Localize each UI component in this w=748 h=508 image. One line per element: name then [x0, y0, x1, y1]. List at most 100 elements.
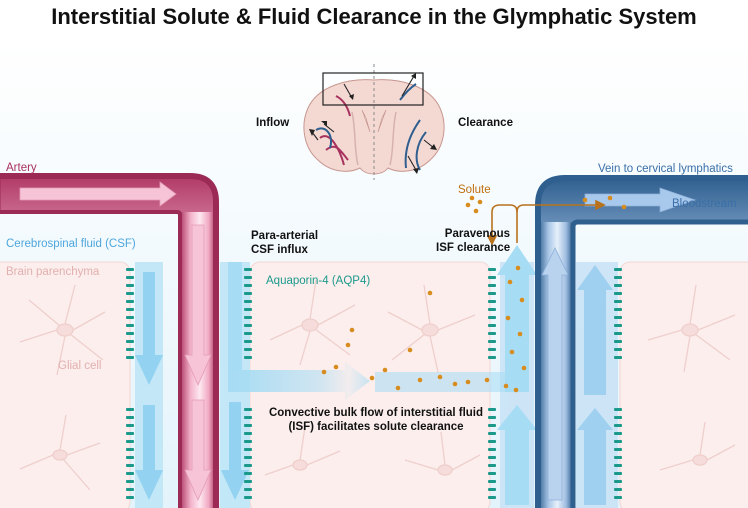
aqp4-channel — [614, 316, 622, 319]
para-arterial-line2: CSF influx — [251, 244, 308, 256]
parenchyma-panels — [0, 261, 748, 508]
convective-line1: Convective bulk flow of interstitial flu… — [268, 407, 484, 419]
solute-particle — [521, 365, 527, 371]
solute-efflux-arrow — [486, 199, 606, 246]
aqp4-channel — [244, 324, 252, 327]
aqp4-channel — [488, 472, 496, 475]
aqp4-channel — [488, 340, 496, 343]
aqp4-channel — [244, 488, 252, 491]
glial-cells — [19, 279, 736, 491]
paravenous-line2: ISF clearance — [436, 242, 511, 254]
vein-label: Vein to cervical lymphatics — [598, 163, 733, 175]
aqp4-channel — [244, 292, 252, 295]
aqp4-channel — [126, 440, 134, 443]
aqp4-channel — [488, 324, 496, 327]
aqp4-channel — [488, 488, 496, 491]
aqp4-channel — [244, 432, 252, 435]
aqp4-channel — [614, 348, 622, 351]
solute-particle — [333, 364, 339, 370]
paravenous-up-arrows-lower — [497, 405, 537, 505]
aqp4-channel — [488, 432, 496, 435]
aqp4-channels — [126, 268, 622, 499]
aqp4-channel — [488, 480, 496, 483]
paravenous-line1: Paravenous — [444, 228, 510, 240]
solute-particle — [407, 347, 413, 353]
aqp4-channel — [614, 496, 622, 499]
aqp4-channel — [614, 472, 622, 475]
aqp4-channel — [244, 456, 252, 459]
aqp4-channel — [614, 332, 622, 335]
csf-label: Cerebrospinal fluid (CSF) — [6, 238, 136, 250]
page-title: Interstitial Solute & Fluid Clearance in… — [51, 4, 697, 29]
solute-particle — [345, 342, 351, 348]
aqp4-channel — [614, 480, 622, 483]
artery-label: Artery — [6, 162, 37, 174]
aqp4-channel — [614, 324, 622, 327]
solute-particle — [427, 290, 433, 296]
aqp4-channel — [244, 268, 252, 271]
solute-particle — [473, 208, 479, 214]
solute-particle — [395, 385, 401, 391]
aqp4-channel — [488, 356, 496, 359]
parenchyma-label: Brain parenchyma — [6, 266, 100, 278]
aqp4-channel — [614, 432, 622, 435]
aqp4-channel — [126, 276, 134, 279]
solute-particle — [513, 387, 519, 393]
convective-line2: (ISF) facilitates solute clearance — [288, 421, 464, 433]
aqp4-channel — [244, 448, 252, 451]
aqp4-channel — [488, 348, 496, 351]
bloodstream-label: Bloodstream — [672, 198, 737, 210]
aqp4-channel — [126, 488, 134, 491]
aqp4-channel — [614, 276, 622, 279]
aqp4-channel — [126, 416, 134, 419]
para-arterial-line1: Para-arterial — [251, 230, 319, 242]
paravenous-up-arrow — [497, 245, 537, 392]
aqp4-channel — [614, 488, 622, 491]
aqp4-channel — [126, 496, 134, 499]
solute-particle — [517, 331, 523, 337]
aqp4-channel — [488, 440, 496, 443]
aqp4-channel — [126, 300, 134, 303]
para-arterial-label: Para-arterial CSF influx — [251, 229, 318, 257]
solute-particle — [417, 377, 423, 383]
aqp4-channel — [488, 292, 496, 295]
solute-particle — [382, 367, 388, 373]
aqp4-channel — [126, 268, 134, 271]
aqp4-channel — [488, 276, 496, 279]
solute-particle — [509, 349, 515, 355]
aqp4-channel — [244, 464, 252, 467]
vein-side-up-arrows — [577, 265, 613, 505]
solute-particle — [503, 383, 509, 389]
aqp4-channel — [244, 496, 252, 499]
aqp4-channel — [126, 316, 134, 319]
aqp4-channel — [244, 348, 252, 351]
aqp4-channel — [126, 464, 134, 467]
aqp4-channel — [614, 292, 622, 295]
aqp4-channel — [244, 308, 252, 311]
aqp4-channel — [244, 276, 252, 279]
clearance-label: Clearance — [458, 117, 513, 129]
artery-arrows — [19, 181, 212, 502]
aqp4-channel — [126, 472, 134, 475]
aqp4-channel — [126, 284, 134, 287]
aqp4-channel — [614, 424, 622, 427]
aqp4-channel — [126, 324, 134, 327]
paravenous-label: Paravenous ISF clearance — [436, 227, 510, 255]
aqp4-channel — [244, 416, 252, 419]
solute-particle — [621, 204, 627, 210]
aqp4-channel — [488, 268, 496, 271]
aqp4-channel — [488, 300, 496, 303]
solute-particle — [469, 195, 475, 201]
aqp4-channel — [126, 424, 134, 427]
vein-arrows — [541, 187, 697, 501]
convective-flow-label: Convective bulk flow of interstitial flu… — [256, 406, 496, 434]
solute-particle — [477, 199, 483, 205]
aqp4-channel — [488, 496, 496, 499]
aqp4-channel — [126, 448, 134, 451]
solute-particle — [452, 381, 458, 387]
aqp4-channel — [126, 340, 134, 343]
solute-particle — [437, 374, 443, 380]
convective-flow-arrow — [228, 362, 370, 400]
csf-down-arrows — [135, 272, 249, 500]
